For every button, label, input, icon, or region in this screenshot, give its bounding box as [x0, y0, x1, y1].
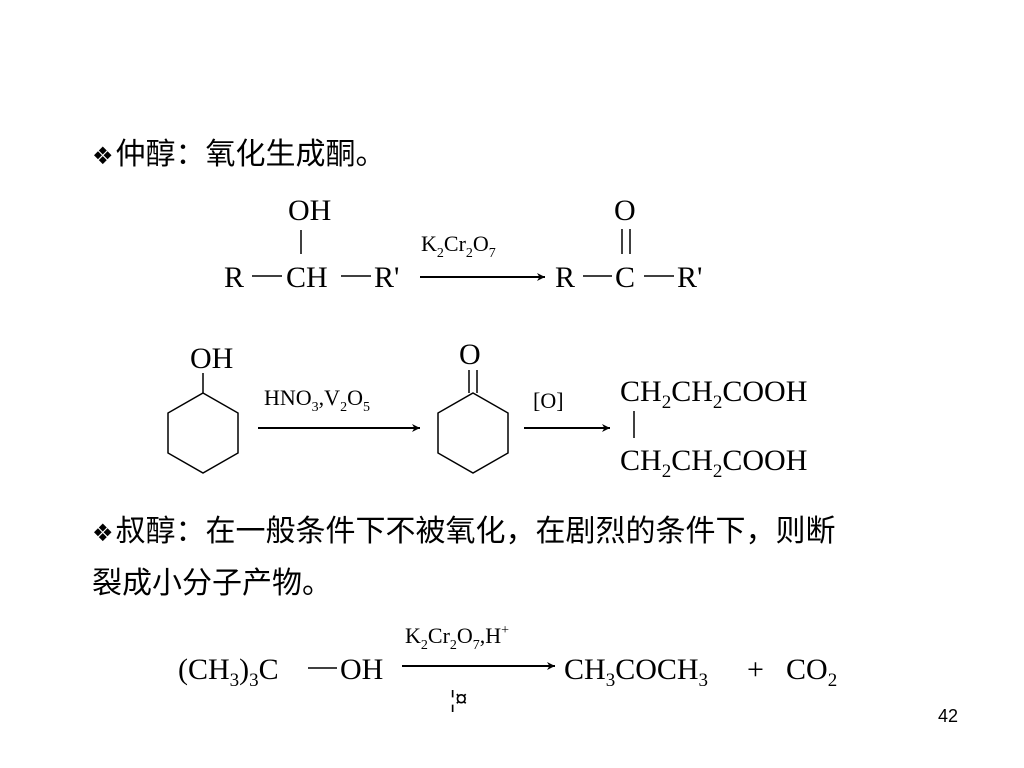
r1-oh-label: OH — [288, 194, 331, 227]
diamond-bullet-icon: ❖ — [92, 519, 114, 547]
r1-product-c-label: C — [615, 261, 635, 294]
diamond-bullet-icon: ❖ — [92, 142, 114, 170]
cyclohexanone-ring — [437, 392, 509, 474]
r3-plus-sign: + — [747, 653, 764, 686]
cyclohexane-ring — [167, 392, 239, 474]
bullet-line-tertiary-alcohol: ❖叔醇：在一般条件下不被氧化，在剧烈的条件下，则断 — [92, 515, 836, 550]
r3-oh-label: OH — [340, 653, 383, 686]
r1-product-r-label: R — [555, 261, 575, 294]
bullet-line-secondary-alcohol: ❖仲醇：氧化生成酮。 — [92, 138, 386, 173]
r2-product-bottom: CH2CH2COOH — [620, 444, 807, 482]
reaction-3: (CH3)3C OH K2Cr2O7,H+ ¦¤ CH3COCH3 + CO2 — [178, 623, 837, 713]
r3-product-co2: CO2 — [786, 653, 837, 691]
r1-product-o-label: O — [614, 194, 636, 227]
tertiary-alcohol-text-line2: 裂成小分子产物。 — [92, 566, 332, 601]
r3-reagent: K2Cr2O7,H+ — [405, 623, 509, 653]
tertiary-alcohol-text-line1: 叔醇：在一般条件下不被氧化，在剧烈的条件下，则断 — [115, 514, 836, 549]
r2-oh-label: OH — [190, 342, 233, 375]
reaction-2: OH HNO3,V2O5 O [O] CH2CH2COOH CH2CH2COOH — [167, 338, 807, 482]
r1-r-label: R — [224, 261, 244, 294]
r2-ketone-o-label: O — [459, 338, 481, 371]
reaction-1: OH R CH R' K2Cr2O7 O R C R' — [224, 194, 702, 294]
r3-product-acetone: CH3COCH3 — [564, 653, 708, 691]
r1-ch-label: CH — [286, 261, 328, 294]
r1-reagent: K2Cr2O7 — [421, 231, 496, 261]
r2-product-top: CH2CH2COOH — [620, 375, 807, 413]
r1-product-rprime-label: R' — [677, 261, 702, 294]
r2-reagent2: [O] — [533, 388, 564, 413]
r3-below-arrow-glyph: ¦¤ — [450, 687, 467, 713]
r3-reactant: (CH3)3C — [178, 653, 279, 691]
page-number: 42 — [938, 706, 959, 726]
r2-reagent1: HNO3,V2O5 — [264, 385, 370, 415]
r1-rprime-label: R' — [374, 261, 399, 294]
secondary-alcohol-text: 仲醇：氧化生成酮。 — [115, 137, 386, 172]
